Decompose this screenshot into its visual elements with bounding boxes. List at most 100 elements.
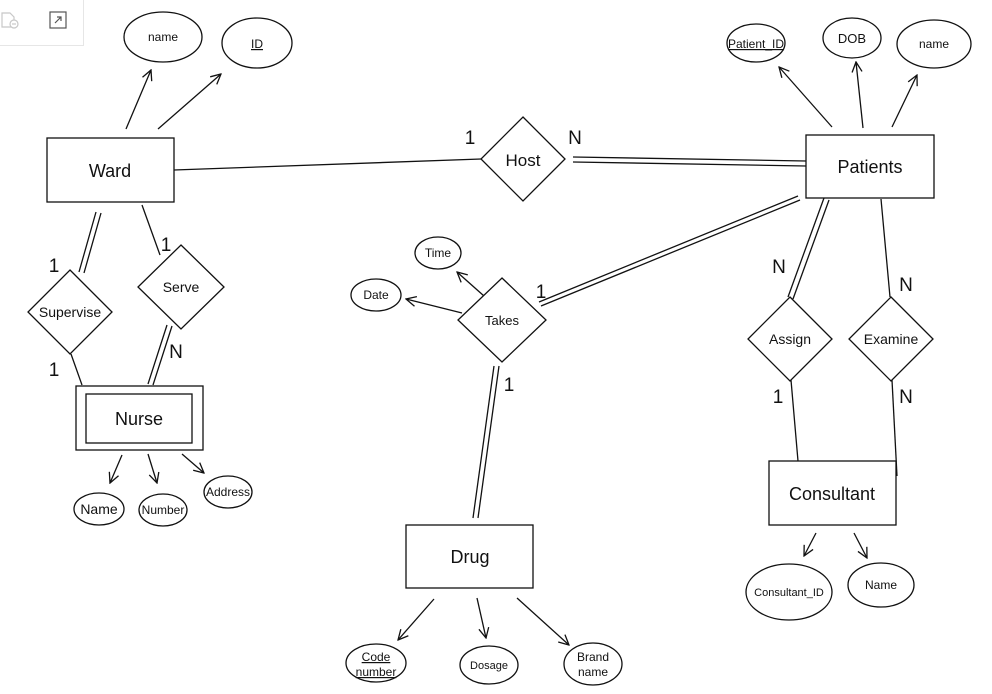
attribute-patient-dob[interactable]: DOB bbox=[822, 17, 882, 59]
assign-consultant-line bbox=[790, 379, 799, 462]
svg-text:Brand: Brand bbox=[577, 650, 609, 664]
cardinality-serve-nurse: N bbox=[169, 342, 183, 363]
serve-nurse-line-a bbox=[147, 324, 168, 385]
cardinality-ward-supervise: 1 bbox=[49, 256, 60, 277]
entity-consultant[interactable]: Consultant bbox=[768, 460, 897, 526]
cardinality-supervise-nurse: 1 bbox=[49, 360, 60, 381]
connections bbox=[70, 156, 898, 519]
relationship-label: Examine bbox=[864, 331, 919, 347]
examine-consultant-line bbox=[891, 379, 898, 477]
attribute-nurse-name[interactable]: Name bbox=[73, 492, 125, 526]
entity-label: Drug bbox=[450, 547, 489, 567]
cardinality-patients-examine: N bbox=[899, 275, 913, 296]
attribute-consultant-name[interactable]: Name bbox=[847, 562, 915, 608]
drug-brand-arrow bbox=[516, 597, 569, 645]
entity-label: Nurse bbox=[115, 409, 163, 429]
svg-text:number: number bbox=[356, 665, 397, 679]
cardinality-takes-drug: 1 bbox=[504, 375, 515, 396]
svg-text:name: name bbox=[578, 665, 608, 679]
attribute-patient-name[interactable]: name bbox=[896, 19, 972, 69]
attribute-nurse-address[interactable]: Address bbox=[203, 475, 253, 509]
nurse-name-arrow bbox=[110, 454, 123, 483]
svg-text:Number: Number bbox=[142, 503, 185, 517]
attribute-ward-id[interactable]: ID bbox=[221, 17, 293, 69]
cardinality-ward-host: 1 bbox=[465, 128, 476, 149]
entity-label: Consultant bbox=[789, 484, 875, 504]
svg-text:Code: Code bbox=[362, 650, 391, 664]
relationship-label: Takes bbox=[485, 313, 519, 328]
attribute-dosage[interactable]: Dosage bbox=[459, 645, 519, 685]
svg-text:DOB: DOB bbox=[838, 31, 866, 46]
patient-dob-arrow bbox=[856, 62, 864, 129]
cardinality-examine-consultant: N bbox=[899, 387, 913, 408]
patients-takes-line-b bbox=[540, 199, 801, 307]
entity-drug[interactable]: Drug bbox=[405, 524, 534, 589]
relationship-host[interactable]: Host bbox=[480, 116, 566, 202]
attribute-ward-name[interactable]: name bbox=[123, 11, 203, 63]
ward-id-arrow bbox=[157, 74, 221, 130]
ward-serve-line bbox=[141, 204, 161, 256]
svg-text:Dosage: Dosage bbox=[470, 660, 508, 672]
ward-host-line bbox=[173, 158, 482, 171]
nurse-number-arrow bbox=[147, 453, 157, 483]
patient-id-arrow bbox=[779, 67, 833, 128]
takes-drug-line-b bbox=[477, 365, 500, 519]
relationship-serve[interactable]: Serve bbox=[137, 244, 225, 330]
cardinality-takes-patients: 1 bbox=[536, 282, 547, 303]
attribute-date[interactable]: Date bbox=[350, 278, 402, 312]
attribute-consultant-id[interactable]: Consultant_ID bbox=[745, 563, 833, 621]
svg-text:Consultant_ID: Consultant_ID bbox=[754, 587, 824, 599]
patient-name-arrow bbox=[891, 75, 917, 128]
entity-nurse-weak[interactable]: Nurse bbox=[75, 385, 204, 451]
svg-text:Address: Address bbox=[206, 485, 250, 499]
attribute-patient-id[interactable]: Patient_ID bbox=[726, 23, 786, 63]
svg-text:Name: Name bbox=[865, 578, 897, 592]
svg-text:Time: Time bbox=[425, 246, 452, 260]
svg-text:name: name bbox=[919, 37, 949, 51]
entity-ward[interactable]: Ward bbox=[46, 137, 175, 203]
relationship-examine[interactable]: Examine bbox=[848, 296, 934, 382]
host-patients-line-a bbox=[572, 156, 807, 162]
entity-label: Patients bbox=[837, 157, 902, 177]
relationship-takes[interactable]: Takes bbox=[457, 277, 547, 363]
svg-text:Date: Date bbox=[363, 288, 389, 302]
entity-patients[interactable]: Patients bbox=[805, 134, 935, 199]
cardinality-host-patients: N bbox=[568, 128, 582, 149]
consultant-id-arrow bbox=[804, 532, 817, 556]
attribute-nurse-number[interactable]: Number bbox=[138, 493, 188, 527]
svg-text:Name: Name bbox=[80, 501, 118, 517]
svg-text:Patient_ID: Patient_ID bbox=[728, 37, 784, 51]
supervise-nurse-line bbox=[70, 353, 83, 386]
svg-text:ID: ID bbox=[251, 37, 263, 51]
svg-text:name: name bbox=[148, 30, 178, 44]
takes-time-arrow bbox=[457, 272, 485, 297]
ward-supervise-line-b bbox=[83, 212, 102, 274]
nurse-address-arrow bbox=[181, 453, 204, 473]
drug-dosage-arrow bbox=[476, 597, 486, 638]
toolbar bbox=[0, 0, 84, 46]
attribute-time[interactable]: Time bbox=[414, 236, 462, 270]
ward-supervise-line-a bbox=[78, 211, 97, 273]
attribute-code-number[interactable]: Code number bbox=[345, 643, 407, 683]
expand-icon[interactable] bbox=[48, 10, 68, 30]
cardinality-labels: 1 N 1 1 1 N 1 1 N N 1 N bbox=[49, 128, 913, 408]
delete-page-icon[interactable] bbox=[0, 10, 20, 30]
patients-assign-line-a bbox=[787, 197, 825, 298]
attribute-arrows bbox=[110, 62, 917, 645]
patients-examine-line bbox=[880, 198, 891, 298]
ward-name-arrow bbox=[125, 70, 151, 130]
takes-drug-line-a bbox=[472, 365, 495, 519]
patients-takes-line-a bbox=[538, 195, 799, 303]
attribute-brand-name[interactable]: Brand name bbox=[563, 642, 623, 686]
relationship-assign[interactable]: Assign bbox=[747, 296, 833, 382]
consultant-name-arrow bbox=[853, 532, 867, 558]
relationship-label: Serve bbox=[163, 279, 200, 295]
cardinality-assign-consultant: 1 bbox=[773, 387, 784, 408]
relationship-label: Supervise bbox=[39, 304, 101, 320]
serve-nurse-line-b bbox=[152, 325, 173, 386]
host-patients-line-b bbox=[572, 161, 807, 167]
takes-date-arrow bbox=[406, 299, 463, 314]
relationship-supervise[interactable]: Supervise bbox=[27, 269, 113, 355]
entity-label: Ward bbox=[89, 161, 131, 181]
